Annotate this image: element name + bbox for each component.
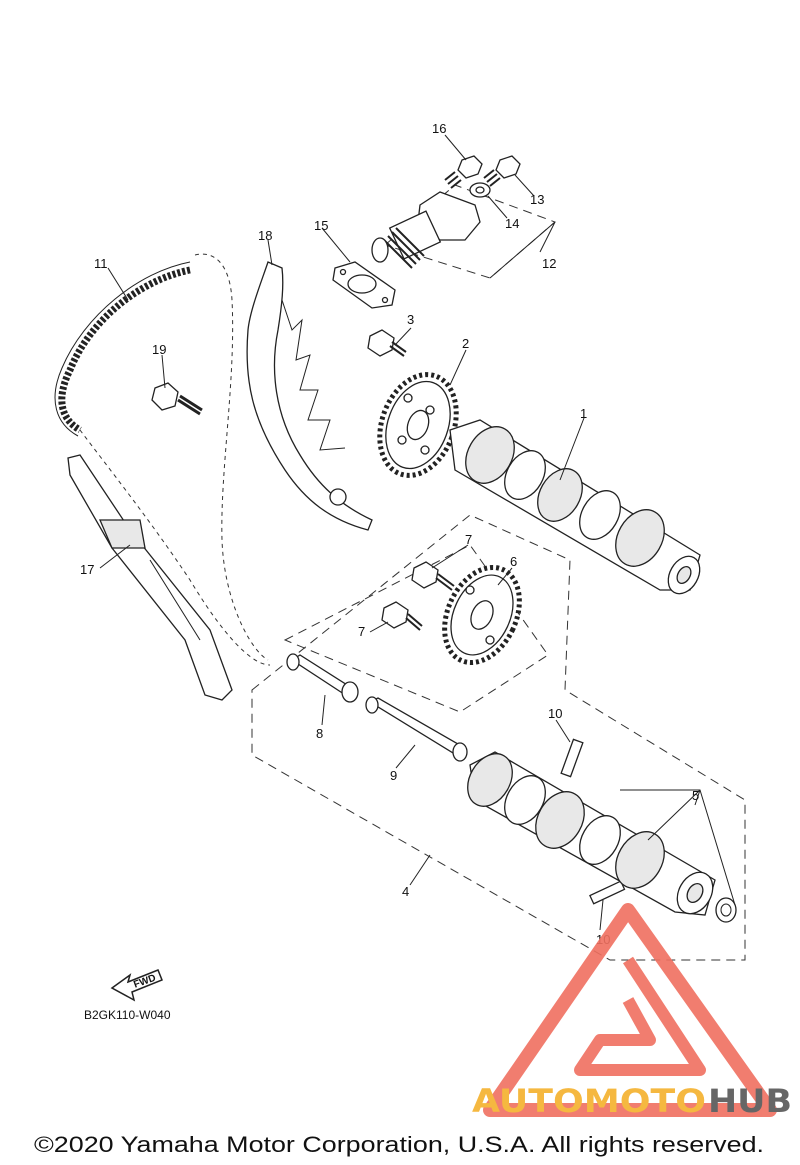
callout-8: 8 [316, 726, 323, 741]
callout-16: 16 [432, 121, 446, 136]
assembly-4-box [251, 514, 746, 961]
callout-13: 13 [530, 192, 544, 207]
callout-9: 9 [390, 768, 397, 783]
callout-10-upper: 10 [548, 706, 562, 721]
callout-11: 11 [94, 256, 108, 271]
bolt-16 [444, 155, 483, 189]
gasket [332, 261, 396, 309]
bolt-19 [151, 382, 203, 416]
callout-19: 19 [152, 342, 166, 357]
shaft-9 [365, 696, 468, 762]
assembly-6-box [283, 544, 549, 713]
callout-4: 4 [402, 884, 409, 899]
callout-2: 2 [462, 336, 469, 351]
sprocket-6 [442, 564, 522, 666]
dowel-pin-10-upper [560, 738, 584, 778]
automotohub-wordmark: AUTOMOTO HUB [472, 1082, 792, 1120]
fwd-arrow-icon: FWD [110, 969, 163, 1002]
callout-12: 12 [542, 256, 556, 271]
dowel-pin-10-lower [589, 880, 626, 905]
bolt-13 [483, 155, 521, 187]
bolt-7-lower [381, 601, 423, 631]
diagram-code: B2GK110-W040 [84, 1008, 171, 1022]
callout-7-upper: 7 [465, 532, 472, 547]
leader-lines [99, 134, 736, 931]
callout-6: 6 [510, 554, 517, 569]
callout-7-lower: 7 [358, 624, 365, 639]
callout-17: 17 [80, 562, 94, 577]
automotohub-logo [483, 903, 777, 1117]
tensioner-guide [246, 261, 373, 531]
cam-chain [54, 253, 271, 666]
brand-text-part2: HUB [708, 1082, 792, 1120]
callout-18: 18 [258, 228, 272, 243]
brand-text-part1: AUTOMOTO [472, 1082, 706, 1120]
callout-15: 15 [314, 218, 328, 233]
cam-chain-tensioner [371, 191, 481, 269]
bolt-3 [367, 329, 407, 357]
callout-5: 5 [692, 788, 699, 803]
washer-14 [469, 182, 491, 198]
chain-guide [67, 454, 233, 701]
camshaft-5 [467, 751, 737, 923]
callout-1: 1 [580, 406, 587, 421]
callout-3: 3 [407, 312, 414, 327]
svg-text:FWD: FWD [132, 973, 157, 991]
shaft-8 [286, 653, 359, 703]
camshaft-1 [449, 419, 701, 595]
copyright-text: ©2020 Yamaha Motor Corporation, U.S.A. A… [34, 1132, 764, 1157]
bolt-7-upper [411, 561, 455, 591]
callout-14: 14 [505, 216, 519, 231]
sprocket-2 [377, 372, 459, 478]
